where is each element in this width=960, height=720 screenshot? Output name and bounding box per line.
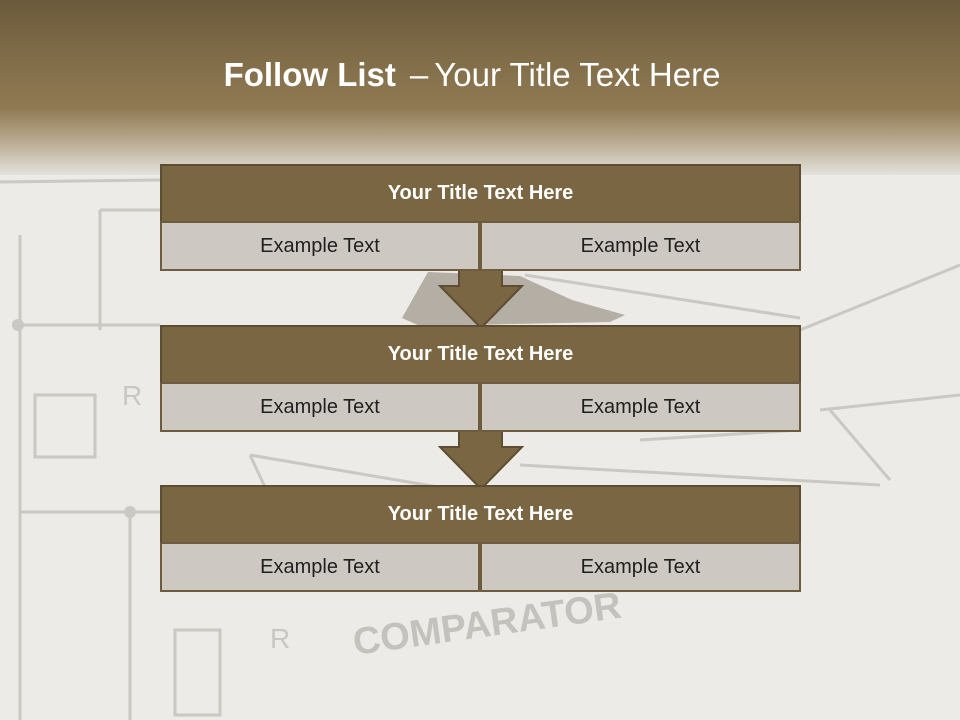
list-block-2: Your Title Text Here Example Text Exampl… — [160, 325, 801, 432]
list-block-1: Your Title Text Here Example Text Exampl… — [160, 164, 801, 271]
block-cell-left: Example Text — [160, 221, 480, 271]
block-cell-left: Example Text — [160, 382, 480, 432]
title-text: Your Title Text Here — [434, 56, 721, 93]
block-cell-right: Example Text — [480, 382, 801, 432]
slide-title: Follow List–Your Title Text Here — [0, 56, 944, 94]
resistor-label-lower: R — [270, 623, 290, 654]
block-cell-left: Example Text — [160, 542, 480, 592]
resistor-label-left: R — [122, 380, 142, 411]
block-cell-right: Example Text — [480, 221, 801, 271]
title-separator: – — [409, 56, 429, 93]
list-block-3: Your Title Text Here Example Text Exampl… — [160, 485, 801, 592]
block-cell-right: Example Text — [480, 542, 801, 592]
comparator-label: COMPARATOR — [350, 585, 623, 664]
title-lead: Follow List — [223, 56, 396, 93]
block-title: Your Title Text Here — [160, 164, 801, 223]
block-title: Your Title Text Here — [160, 485, 801, 544]
header-band — [0, 0, 960, 175]
block-title: Your Title Text Here — [160, 325, 801, 384]
